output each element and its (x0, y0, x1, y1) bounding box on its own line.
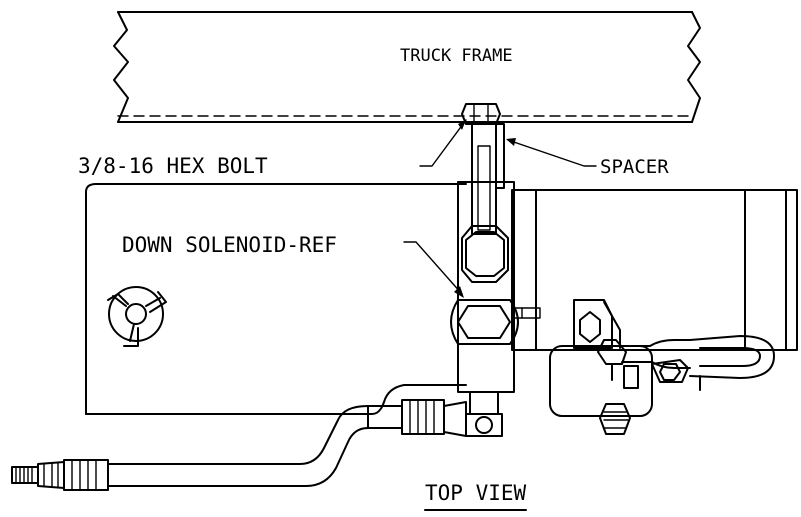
hydraulic-hose (11, 399, 445, 491)
leader-lines (403, 119, 597, 298)
reservoir-tank (85, 183, 467, 415)
motor-housing (511, 189, 798, 351)
starter-solenoid (549, 339, 691, 435)
hex-bolt (461, 103, 501, 235)
solenoid-bracket (573, 299, 621, 349)
down-solenoid-label: DOWN SOLENOID-REF (122, 233, 337, 257)
truck-frame (113, 11, 701, 123)
fill-cap (107, 286, 167, 347)
hex-bolt-label: 3/8-16 HEX BOLT (78, 154, 268, 178)
elbow-fitting (443, 391, 503, 437)
view-title: TOP VIEW (425, 481, 527, 505)
valve-block (457, 181, 515, 393)
spacer-label: SPACER (600, 156, 669, 178)
battery-cable-lug (651, 335, 775, 391)
spacer (495, 123, 505, 189)
truck-frame-label: TRUCK FRAME (400, 46, 513, 66)
down-solenoid (450, 299, 541, 345)
